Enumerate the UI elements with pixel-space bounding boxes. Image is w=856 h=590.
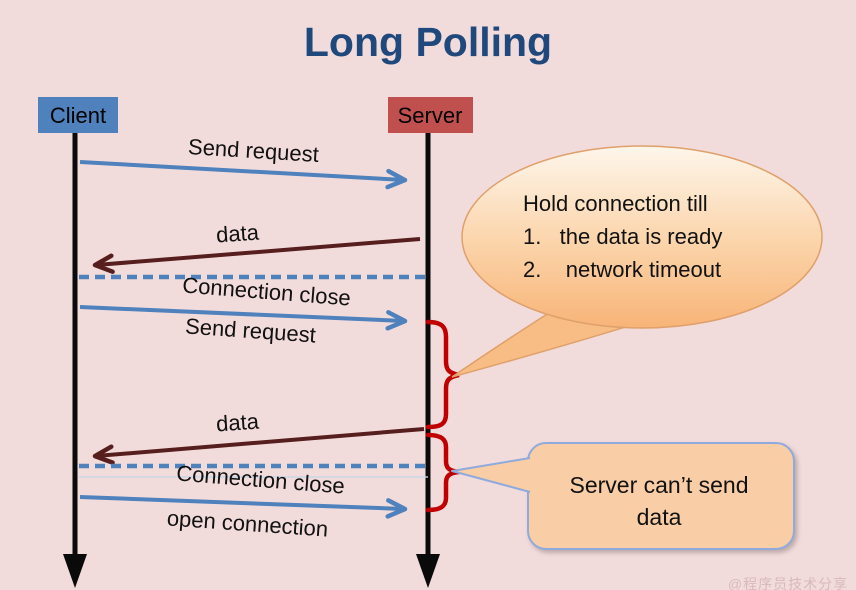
actor-client-label: Client <box>50 103 106 128</box>
actor-server-box <box>388 97 473 133</box>
message-arrow-send-request-2 <box>79 305 408 331</box>
callout-body <box>527 442 795 550</box>
message-arrow-send-request-1 <box>79 160 408 190</box>
message-arrow-open-connection <box>79 495 408 519</box>
speech-bubble-body <box>461 145 823 329</box>
callout-tail-border <box>451 457 531 493</box>
callout-text-line2: data <box>637 504 682 530</box>
bubble-text-line1: Hold connection till <box>523 191 708 216</box>
watermark: @程序员技术分享 <box>728 576 848 590</box>
bubble-text-line2: 1. the data is ready <box>523 224 722 249</box>
speech-bubble: Hold connection till 1. the data is read… <box>451 145 823 378</box>
message-label-send-request-1: Send request <box>187 134 319 167</box>
message-label-send-request-2: Send request <box>184 313 316 347</box>
message-label-data-2: data <box>215 409 260 437</box>
actor-server-label: Server <box>398 103 463 128</box>
message-label-data-1: data <box>215 220 260 248</box>
message-arrow-data-2 <box>92 427 425 465</box>
client-lifeline-arrowhead-icon <box>63 554 87 588</box>
server-lifeline-arrowhead-icon <box>416 554 440 588</box>
callout: Server can’t send data <box>451 442 795 550</box>
callout-text-line1: Server can’t send <box>570 472 749 498</box>
message-label-open-connection: open connection <box>166 505 329 541</box>
callout-tail <box>452 458 530 492</box>
bubble-text-line3: 2. network timeout <box>523 257 721 282</box>
actor-client-box <box>38 97 118 133</box>
page-title: Long Polling <box>304 19 552 65</box>
message-arrow-data-1 <box>92 237 421 274</box>
